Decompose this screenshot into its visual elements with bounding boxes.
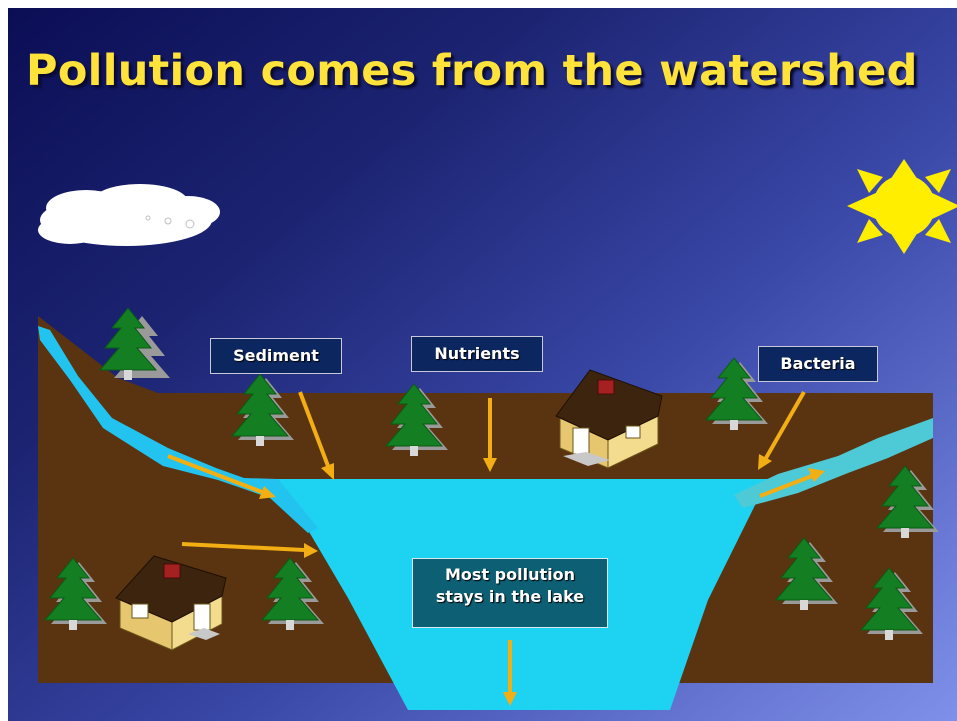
sun xyxy=(847,159,957,254)
arrow-bacteria xyxy=(758,391,806,470)
stream-left xyxy=(38,326,318,533)
lake-label-line-2: stays in the lake xyxy=(435,587,585,606)
slide-title: Pollution comes from the watershed xyxy=(26,46,918,96)
label-nutrients: Nutrients xyxy=(411,336,543,372)
watershed-scene xyxy=(38,159,957,710)
arrow-stream-right xyxy=(759,468,825,498)
arrow-nutrients xyxy=(483,398,497,472)
label-sediment: Sediment xyxy=(210,338,342,374)
slide: Pollution comes from the watershed Sedim… xyxy=(8,8,957,721)
house-top xyxy=(555,369,663,469)
label-bacteria: Bacteria xyxy=(758,346,878,382)
house-bottom xyxy=(115,555,227,651)
cloud xyxy=(38,184,220,246)
lake-label-line-1: Most pollution xyxy=(445,565,575,584)
arrow-stream-left xyxy=(167,454,276,499)
arrow-lake-down xyxy=(503,640,517,706)
tree-1 xyxy=(99,307,170,381)
lake-label: Most pollution stays in the lake xyxy=(412,558,608,628)
arrow-runoff xyxy=(181,542,318,558)
arrow-sediment xyxy=(298,391,334,480)
